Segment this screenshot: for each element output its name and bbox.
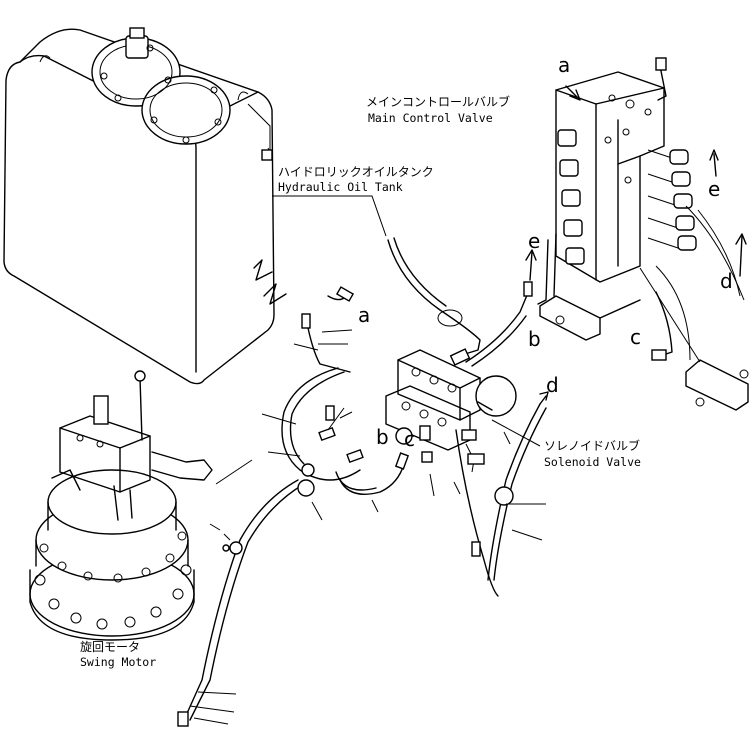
connection-label-e-mcv: e [708,177,720,201]
connection-label-c-mcv: c [630,325,641,349]
swing-motor-label-jp: 旋回モータ [80,640,140,654]
hydraulic-oil-tank [3,27,287,385]
swing-motor-label-en: Swing Motor [80,655,156,669]
solenoid-valve-label-en: Solenoid Valve [544,455,641,469]
hydraulic-oil-tank-label-en: Hydraulic Oil Tank [278,180,403,194]
main-control-valve [537,57,749,411]
connection-label-c-solenoid: c [404,427,415,451]
connection-label-a-tank: a [358,303,370,327]
hydraulic-oil-tank-label-jp: ハイドロリックオイルタンク [278,165,434,179]
arrow-markers [525,85,747,405]
connection-label-d-hose: d [546,373,559,397]
main-control-valve-label-jp: メインコントロールバルブ [366,94,510,109]
main-control-valve-label-en: Main Control Valve [368,111,493,125]
connection-label-a-mcv: a [558,53,570,77]
connection-label-b-solenoid: b [376,425,389,449]
connection-label-e-hose: e [528,229,540,253]
hoses [177,237,673,727]
solenoid-valve [385,349,517,473]
connection-label-d-mcv: d [720,269,733,293]
solenoid-valve-label-jp: ソレノイドバルブ [544,438,640,453]
swing-motor [29,370,213,641]
connection-label-b-hose: b [528,327,541,351]
part-leader-lines [189,329,546,725]
